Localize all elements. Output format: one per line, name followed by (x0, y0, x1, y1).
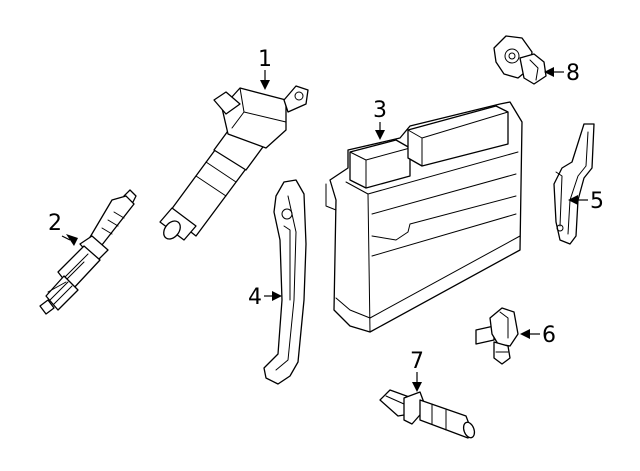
callout-label-2: 2 (48, 211, 62, 236)
callout-label-5: 5 (590, 189, 604, 214)
callout-label-6: 6 (542, 323, 556, 348)
callout-1: 1 (258, 47, 272, 90)
engine-control-module[interactable] (325, 101, 523, 333)
callout-4: 4 (248, 285, 282, 310)
spark-plug[interactable] (39, 189, 137, 315)
callout-label-1: 1 (258, 47, 272, 72)
ignition-coil[interactable] (159, 85, 309, 242)
bracket-5[interactable] (553, 123, 595, 245)
position-sensor[interactable] (475, 307, 519, 365)
knock-sensor[interactable] (493, 35, 547, 85)
callout-label-7: 7 (410, 349, 424, 374)
crank-sensor[interactable] (379, 389, 476, 439)
bracket-4[interactable] (263, 179, 307, 385)
callout-label-4: 4 (248, 285, 262, 310)
callout-6: 6 (520, 323, 556, 348)
callout-2: 2 (48, 211, 78, 246)
callout-label-8: 8 (566, 61, 580, 86)
callout-3: 3 (373, 98, 387, 140)
callout-5: 5 (568, 189, 604, 214)
callout-8: 8 (544, 61, 580, 86)
callout-7: 7 (410, 349, 424, 392)
callout-label-3: 3 (373, 98, 387, 123)
